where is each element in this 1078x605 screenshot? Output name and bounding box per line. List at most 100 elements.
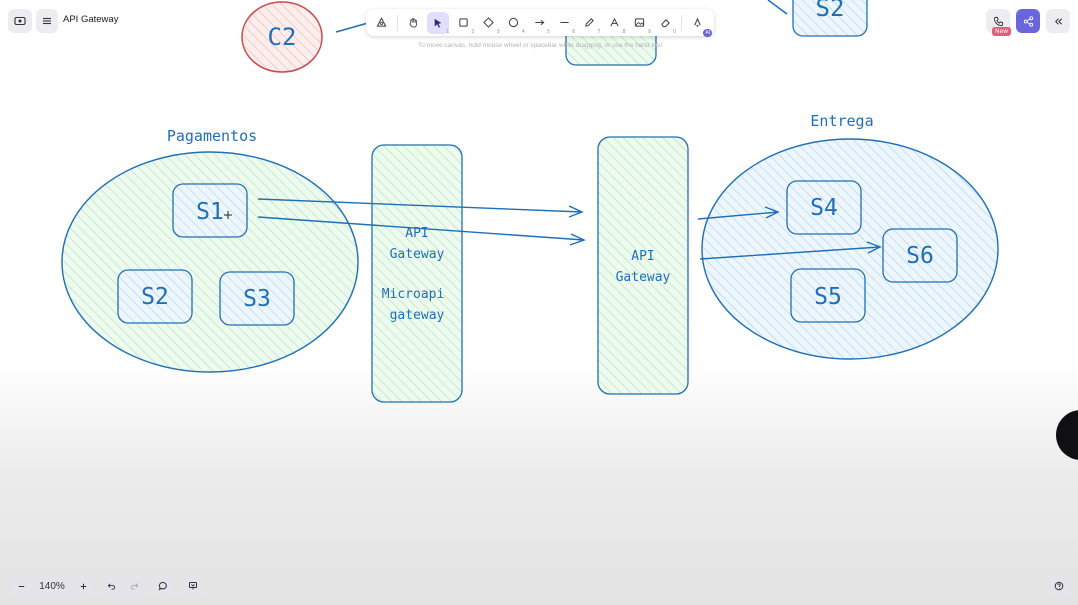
zoom-out-button[interactable] [10, 575, 32, 597]
s1-label: S1 [196, 199, 224, 225]
redo-icon [130, 582, 139, 590]
more-tools-icon [694, 17, 701, 27]
s4-box[interactable]: S4 [786, 180, 862, 235]
s4-label: S4 [810, 195, 838, 221]
arrow-gateway-to-s4[interactable] [697, 206, 780, 220]
s3-box[interactable]: S3 [219, 271, 295, 326]
tool-arrow[interactable]: 5 [528, 12, 551, 35]
double-chevron-left-icon [1054, 17, 1062, 25]
collapse-sidebar-button[interactable] [1046, 9, 1070, 33]
tool-diamond[interactable]: 3 [478, 12, 500, 35]
hand-icon [409, 18, 417, 28]
pointer-icon [435, 18, 442, 28]
right-gateway-line2: Gateway [616, 270, 671, 285]
c2-label: C2 [268, 23, 297, 51]
right-gateway-line1: API [631, 249, 654, 264]
c2-connector-line[interactable] [335, 22, 369, 33]
line-icon [560, 21, 569, 24]
help-icon [1054, 581, 1064, 591]
tool-draw[interactable]: 7 [579, 12, 601, 35]
library-icon [14, 16, 26, 26]
pagamentos-label: Pagamentos [167, 127, 257, 145]
zoom-reset-button[interactable]: 140% [32, 575, 72, 597]
image-icon [635, 18, 645, 27]
s1-box[interactable]: S1 [172, 183, 248, 238]
undo-icon [107, 582, 116, 590]
tool-text[interactable]: 8 [604, 12, 626, 35]
tool-text-key: 8 [622, 28, 626, 35]
tool-selection[interactable]: 1 [427, 11, 450, 35]
left-gateway-line1: API [405, 226, 428, 241]
help-button[interactable] [1048, 575, 1070, 597]
floating-action-circle[interactable] [1056, 410, 1078, 460]
top-s2-box[interactable]: S2 [792, 0, 868, 37]
arrow-gateway-to-s6[interactable] [699, 241, 882, 260]
move-cursor-icon [224, 211, 232, 219]
tool-arrow-key: 5 [546, 28, 551, 35]
tool-eraser-key: 0 [672, 28, 677, 35]
s5-box[interactable]: S5 [790, 268, 866, 323]
presentation-icon [189, 582, 197, 590]
canvas-hint: To move canvas, hold mouse wheel or spac… [418, 42, 662, 49]
toolbar-divider [681, 14, 683, 31]
top-s2-label: S2 [816, 0, 845, 22]
history-controls [100, 575, 146, 597]
share-icon [1023, 15, 1033, 27]
tool-ellipse-key: 4 [521, 28, 525, 35]
undo-button[interactable] [100, 575, 123, 597]
tool-more[interactable]: AI [686, 12, 713, 37]
top-arrow-line[interactable] [767, 0, 788, 15]
library-button[interactable] [8, 9, 32, 33]
phone-icon [993, 16, 1003, 26]
left-gateway-line3: Microapi [382, 287, 445, 302]
tool-draw-key: 7 [597, 28, 601, 35]
right-gateway-box[interactable]: API Gateway [597, 136, 689, 395]
s2-label: S2 [141, 284, 169, 310]
s5-label: S5 [814, 284, 842, 310]
new-badge: New [992, 27, 1012, 36]
ellipse-icon [509, 17, 519, 28]
zoom-level: 140% [39, 580, 65, 592]
rectangle-icon [459, 18, 468, 27]
tool-eraser[interactable]: 0 [654, 12, 677, 35]
plus-icon [80, 583, 86, 589]
minus-icon [18, 585, 24, 587]
tools-toolbar: 1 2 3 4 5 6 7 8 9 0 AI [366, 9, 714, 37]
redo-button[interactable] [123, 575, 146, 597]
tool-image[interactable]: 9 [629, 12, 651, 35]
tool-rectangle-key: 2 [471, 28, 475, 35]
diamond-icon [483, 17, 495, 28]
tool-diamond-key: 3 [496, 28, 500, 35]
tool-ellipse[interactable]: 4 [503, 12, 525, 35]
left-gateway-box[interactable]: API Gateway Microapi gateway [371, 144, 463, 403]
tool-line-key: 6 [572, 28, 576, 35]
tool-line[interactable]: 6 [553, 12, 576, 35]
arrow-s1-to-gateway-1[interactable] [257, 198, 584, 218]
tool-hand[interactable] [402, 12, 424, 34]
text-icon [610, 17, 619, 27]
main-menu-button[interactable] [36, 9, 58, 33]
ai-badge: AI [703, 28, 713, 37]
tool-selection-key: 1 [446, 28, 450, 35]
comments-button[interactable] [152, 575, 174, 597]
share-button[interactable] [1016, 9, 1040, 33]
hamburger-icon [43, 17, 51, 25]
chat-bubble-icon [158, 581, 167, 591]
document-title[interactable]: API Gateway [63, 14, 119, 25]
presentation-button[interactable] [182, 575, 204, 597]
tool-image-key: 9 [647, 28, 651, 35]
c2-circle[interactable]: C2 [241, 1, 323, 73]
toolbar-divider [397, 14, 399, 31]
s6-box[interactable]: S6 [882, 228, 958, 283]
tool-lock[interactable] [370, 12, 392, 34]
arrow-s1-to-gateway-2[interactable] [257, 216, 586, 246]
left-gateway-line2: Gateway [390, 247, 445, 262]
s2-box[interactable]: S2 [117, 269, 193, 324]
pencil-icon [585, 18, 594, 27]
zoom-in-button[interactable] [72, 575, 94, 597]
lock-icon [376, 17, 386, 27]
left-gateway-line4: gateway [390, 308, 445, 323]
tool-rectangle[interactable]: 2 [453, 12, 475, 35]
arrow-icon [535, 19, 545, 26]
